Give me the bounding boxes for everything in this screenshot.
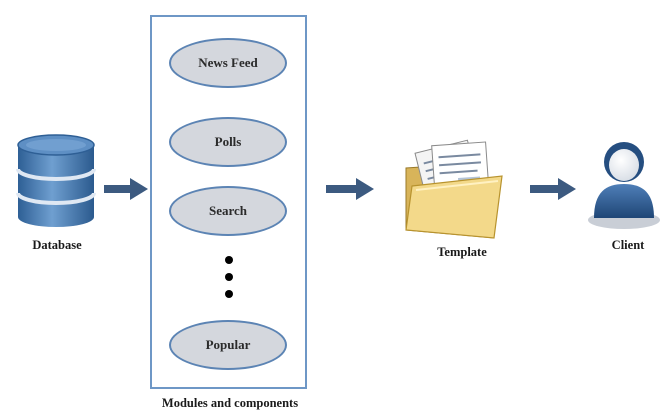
ellipsis-dot xyxy=(225,273,233,281)
module-polls: Polls xyxy=(169,117,287,167)
arrow-right-icon xyxy=(326,178,374,200)
ellipsis-dot xyxy=(225,256,233,264)
template-label: Template xyxy=(437,245,487,259)
modules-caption: Modules and components xyxy=(161,396,299,410)
module-search: Search xyxy=(169,186,287,236)
module-popular: Popular xyxy=(169,320,287,370)
database-label: Database xyxy=(32,238,82,252)
database-icon xyxy=(16,134,96,227)
ellipsis-dot xyxy=(225,290,233,298)
user-icon xyxy=(588,142,660,229)
folder-icon xyxy=(405,139,503,239)
client-label: Client xyxy=(611,238,645,252)
module-news-feed: News Feed xyxy=(169,38,287,88)
arrow-right-icon xyxy=(530,178,576,200)
arrow-right-icon xyxy=(104,178,148,200)
